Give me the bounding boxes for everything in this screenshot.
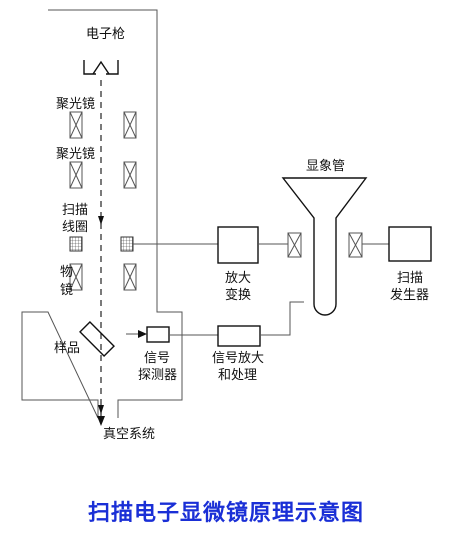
- detector-box: [146, 326, 170, 343]
- scan-gen-label-1: 扫描: [397, 271, 423, 286]
- amp-to-crt-line: [260, 301, 304, 336]
- amp-convert-label-1: 放大: [225, 271, 251, 286]
- condenser-lens-right-1: [123, 111, 137, 139]
- objective-label-1: 物: [60, 265, 73, 280]
- column-outline: [21, 9, 183, 419]
- sample-icon: [79, 321, 115, 357]
- lens-cross: [123, 111, 137, 139]
- objective-label-2: 镜: [60, 283, 73, 298]
- scan-gen-label-2: 发生器: [390, 287, 429, 303]
- vacuum-label: 真空系统: [103, 427, 155, 442]
- lens-cross: [69, 161, 83, 189]
- lens-cross: [69, 263, 83, 291]
- crt-tube: [281, 177, 368, 316]
- condenser-lens-left-1: [69, 111, 83, 139]
- amp-convert-box: [217, 226, 259, 264]
- condenser-label-2: 聚光镜: [56, 147, 95, 162]
- signal-arrow: [138, 330, 147, 338]
- scan-coil-left: [69, 236, 83, 252]
- scan-generator-box: [388, 226, 432, 262]
- lens-cross: [69, 111, 83, 139]
- detector-label-2: 探测器: [138, 368, 177, 383]
- condenser-lens-left-2: [69, 161, 83, 189]
- signal-amp-label-1: 信号放大: [212, 351, 264, 366]
- beam-arrow-1: [98, 216, 104, 225]
- figure-caption: 扫描电子显微镜原理示意图: [88, 500, 364, 526]
- crt-coil-left: [287, 232, 302, 258]
- signal-amp-label-2: 和处理: [218, 368, 257, 383]
- amp-convert-label-2: 变换: [225, 287, 251, 303]
- lens-cross: [123, 161, 137, 189]
- sample-label: 样品: [54, 341, 80, 356]
- scan-coil-label-2: 线圈: [62, 220, 88, 235]
- electron-gun-label: 电子枪: [86, 26, 125, 42]
- condenser-label-1: 聚光镜: [56, 97, 95, 112]
- condenser-lens-right-2: [123, 161, 137, 189]
- scan-coil-label-1: 扫描: [62, 203, 88, 218]
- objective-lens-left: [69, 263, 83, 291]
- lens-cross: [287, 232, 302, 258]
- signal-amp-box: [217, 325, 261, 347]
- crt-label: 显象管: [306, 159, 345, 174]
- detector-label-1: 信号: [144, 351, 170, 366]
- beam-arrow-2: [98, 405, 104, 414]
- objective-lens-right: [123, 263, 137, 291]
- scan-coil-right: [120, 236, 134, 252]
- crt-coil-right: [348, 232, 363, 258]
- vacuum-arrow: [97, 416, 105, 426]
- lens-cross: [123, 263, 137, 291]
- lens-cross: [348, 232, 363, 258]
- electron-gun-icon: [83, 60, 119, 75]
